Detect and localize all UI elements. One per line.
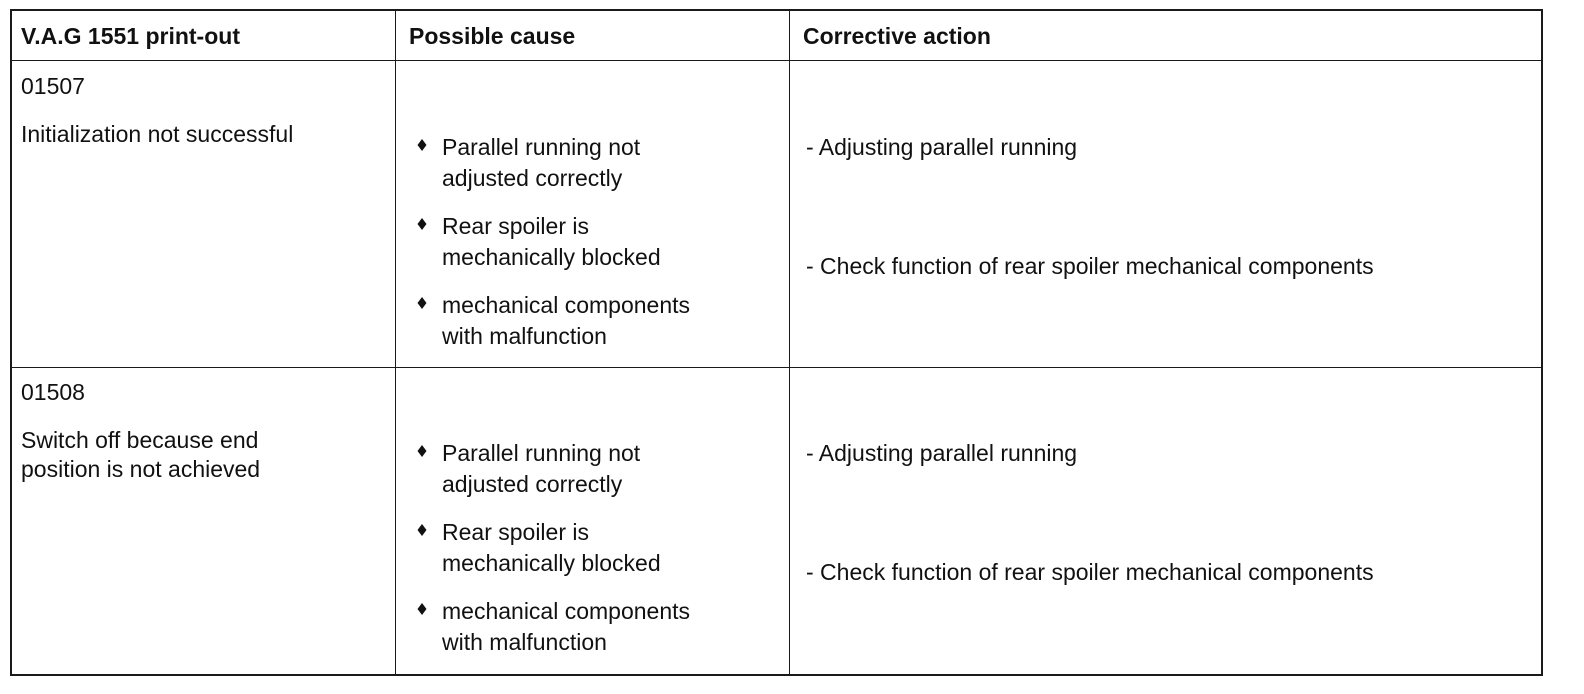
fault-code: 01507	[21, 73, 85, 99]
corrective-action-text: - Adjusting parallel running	[806, 134, 1078, 160]
corrective-action-text: - Check function of rear spoiler mechani…	[806, 253, 1374, 279]
row-divider	[12, 367, 1541, 368]
cause-text: Parallel running not adjusted correctly	[442, 134, 641, 191]
fault-code: 01508	[21, 379, 85, 405]
cause-text: mechanical components with malfunction	[442, 598, 691, 655]
corrective-action-text: - Check function of rear spoiler mechani…	[806, 559, 1374, 585]
cause-text: Rear spoiler is mechanically blocked	[442, 213, 661, 270]
fault-table: V.A.G 1551 print-out Possible cause Corr…	[10, 9, 1543, 676]
column-divider	[395, 11, 396, 674]
fault-description: Initialization not successful	[21, 121, 294, 147]
diamond-bullet-icon	[417, 297, 427, 309]
column-divider	[789, 11, 790, 674]
diamond-bullet-icon	[417, 524, 427, 536]
cause-text: mechanical components with malfunction	[442, 292, 691, 349]
header-possible-cause: Possible cause	[409, 23, 576, 49]
diamond-bullet-icon	[417, 218, 427, 230]
cause-text: Parallel running not adjusted correctly	[442, 440, 641, 497]
corrective-action-text: - Adjusting parallel running	[806, 440, 1078, 466]
fault-description: Switch off because end position is not a…	[21, 427, 261, 482]
diamond-bullet-icon	[417, 603, 427, 615]
cause-text: Rear spoiler is mechanically blocked	[442, 519, 661, 576]
diamond-bullet-icon	[417, 445, 427, 457]
header-corrective-action: Corrective action	[803, 23, 991, 49]
header-printout: V.A.G 1551 print-out	[21, 23, 240, 49]
diamond-bullet-icon	[417, 139, 427, 151]
header-divider	[12, 60, 1541, 61]
